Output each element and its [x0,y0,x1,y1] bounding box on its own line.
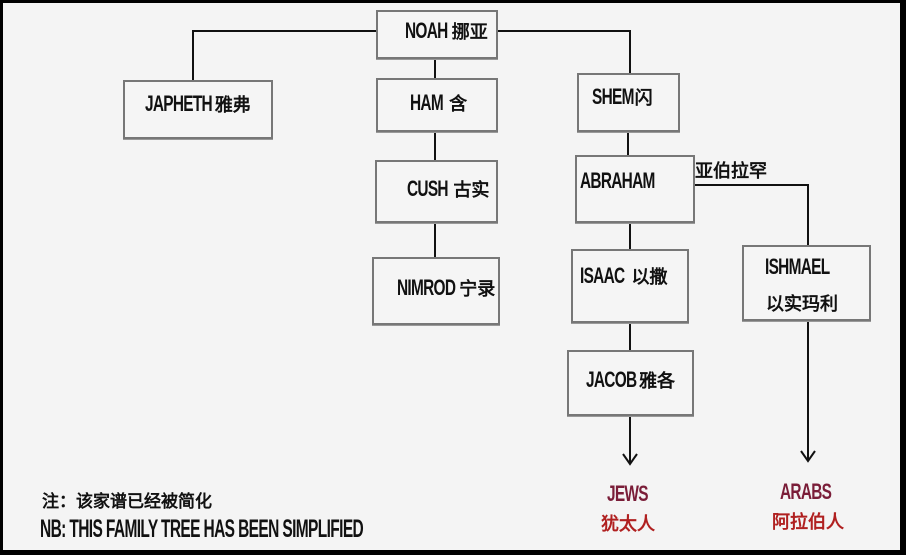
jews-en: JEWS [607,481,649,506]
note-en: NB: THIS FAMILY TREE HAS BEEN SIMPLIFIED [40,515,364,543]
outcome-jews-en-wrap: JEWS [607,481,665,507]
node-noah [376,10,498,59]
node-nimrod [372,257,500,325]
node-cush [375,160,498,223]
cush-en: CUSH [407,176,449,201]
japheth-en: JAPHETH [145,91,213,116]
abraham-zh: 亚伯拉罕 [695,161,767,182]
ishmael-zh: 以实玛利 [766,294,838,315]
noah-en: NOAH [405,18,448,43]
arrowhead-arabs-icon [800,450,816,463]
isaac-zh: 以撒 [631,267,668,288]
isaac-en: ISAAC [580,263,625,288]
noah-zh: 挪亚 [451,22,488,43]
nimrod-zh: 宁录 [459,279,496,300]
node-jacob [567,350,694,416]
outcome-arabs-en-wrap: ARABS [780,479,853,505]
ishmael-en: ISHMAEL [765,254,830,279]
line-abraham-ishmael [693,184,809,245]
note-en-wrap: NB: THIS FAMILY TREE HAS BEEN SIMPLIFIED [40,515,561,544]
node-shem-label: SHEM闪 [592,84,653,110]
jacob-zh: 雅各 [639,371,676,392]
arabs-en: ARABS [780,479,832,504]
jacob-en: JACOB [586,367,637,392]
line-noah-japheth [192,30,376,80]
node-abraham-en-wrap: ABRAHAM [580,168,687,194]
node-ham [376,78,498,132]
shem-en: SHEM [592,84,634,109]
jews-zh: 犹太人 [601,514,655,535]
japheth-zh: 雅弗 [214,95,251,116]
note-zh: 注：该家谱已经被简化 [42,492,212,512]
abraham-en: ABRAHAM [580,168,655,193]
ham-zh: 含 [449,94,468,115]
shem-zh: 闪 [634,88,653,109]
arabs-zh: 阿拉伯人 [772,512,844,533]
ham-en: HAM [410,90,444,115]
node-isaac-label: ISAAC 以撒 [580,263,667,289]
node-ishmael-en-wrap: ISHMAEL [765,254,857,280]
line-noah-shem [496,30,631,73]
node-ishmael [742,245,871,321]
node-japheth [123,80,273,139]
arrowhead-jews-icon [622,453,638,466]
cush-zh: 古实 [453,180,490,201]
node-isaac [571,249,689,323]
node-abraham [575,155,695,223]
node-shem [577,73,680,132]
nimrod-en: NIMROD [397,275,456,300]
